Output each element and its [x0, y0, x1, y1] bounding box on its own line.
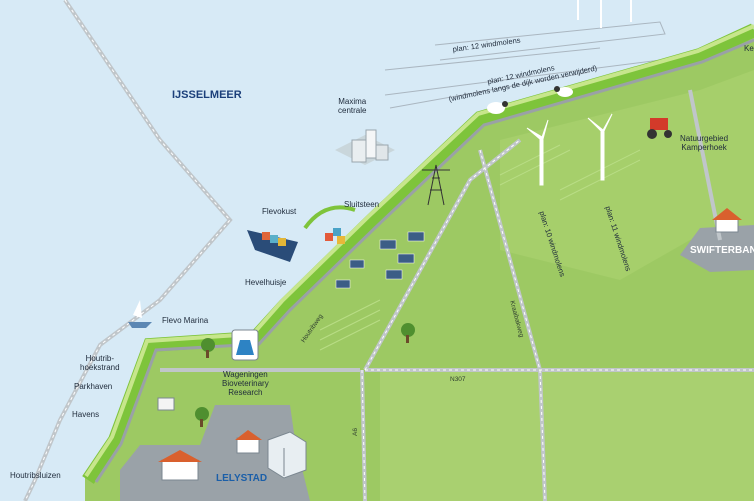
- sheep-icon: [487, 86, 573, 114]
- dike: [82, 23, 754, 484]
- maxima-centrale-icon: [335, 129, 395, 165]
- flevo-marina-label: Flevo Marina: [162, 316, 209, 325]
- dike-top: [84, 24, 754, 478]
- houtribhoekstrand-line2: hoekstrand: [80, 362, 120, 372]
- flevokust-arc: [303, 205, 356, 230]
- natuurgebied-label: Natuurgebied Kamperhoek: [680, 134, 729, 153]
- houtribsluizen-label: Houtribsluizen: [10, 471, 61, 480]
- road-n307-label: N307: [450, 376, 466, 383]
- wageningen-line3: Research: [228, 387, 263, 397]
- lelystad-label: LELYSTAD: [216, 473, 268, 484]
- wageningen-label: Wageningen Bioveterinary Research: [222, 370, 269, 397]
- cargo-ship-icon: [247, 230, 298, 262]
- flevokust-label: Flevokust: [262, 207, 297, 216]
- houtribhoekstrand-label: Houtrib- hoekstrand: [80, 354, 120, 373]
- natuurgebied-line1: Natuurgebied: [680, 134, 729, 143]
- wind-turbine-offshore-icon: [577, 0, 632, 28]
- tree-icon: [195, 323, 415, 427]
- havens-label: Havens: [72, 410, 100, 419]
- sailboat-icon: [128, 300, 152, 328]
- offshore-windrows: [384, 21, 701, 109]
- solar-panel-icon: [335, 231, 425, 289]
- hatched-fields: [319, 144, 641, 351]
- tractor-icon: [647, 118, 672, 139]
- ijsselmeer-label: IJSSELMEER: [172, 89, 242, 101]
- ke-label: Ke: [744, 44, 754, 53]
- power-tower-icon: [422, 164, 450, 206]
- house-icon: [157, 208, 742, 481]
- wageningen-line1: Wageningen: [223, 370, 268, 379]
- maxima-centrale-label: Maxima centrale: [338, 97, 367, 116]
- hevelhuisje-label: Hevelhuisje: [245, 278, 287, 287]
- maxima-centrale-line1: Maxima: [338, 97, 367, 106]
- field-light-2: [500, 70, 754, 280]
- wageningen-line2: Bioveterinary: [222, 378, 269, 388]
- road-dashes: [24, 0, 754, 501]
- swifterbant-area: [680, 225, 754, 272]
- field-light: [380, 370, 754, 501]
- maxima-centrale-line2: centrale: [338, 105, 367, 115]
- wind-turbine-icon: [526, 113, 613, 186]
- office-building-icon: [267, 431, 307, 479]
- parkhaven-label: Parkhaven: [74, 382, 113, 391]
- houtribhoekstrand-line1: Houtrib-: [85, 354, 115, 363]
- sluitsteen-label: Sluitsteen: [344, 200, 380, 209]
- lab-icon: [231, 329, 259, 361]
- road-a6-label: A6: [352, 428, 359, 436]
- dike-road: [94, 38, 754, 483]
- natuurgebied-line2: Kamperhoek: [681, 142, 727, 152]
- container-yard-icon: [325, 228, 345, 244]
- swifterbant-label: SWIFTERBAN: [690, 245, 754, 256]
